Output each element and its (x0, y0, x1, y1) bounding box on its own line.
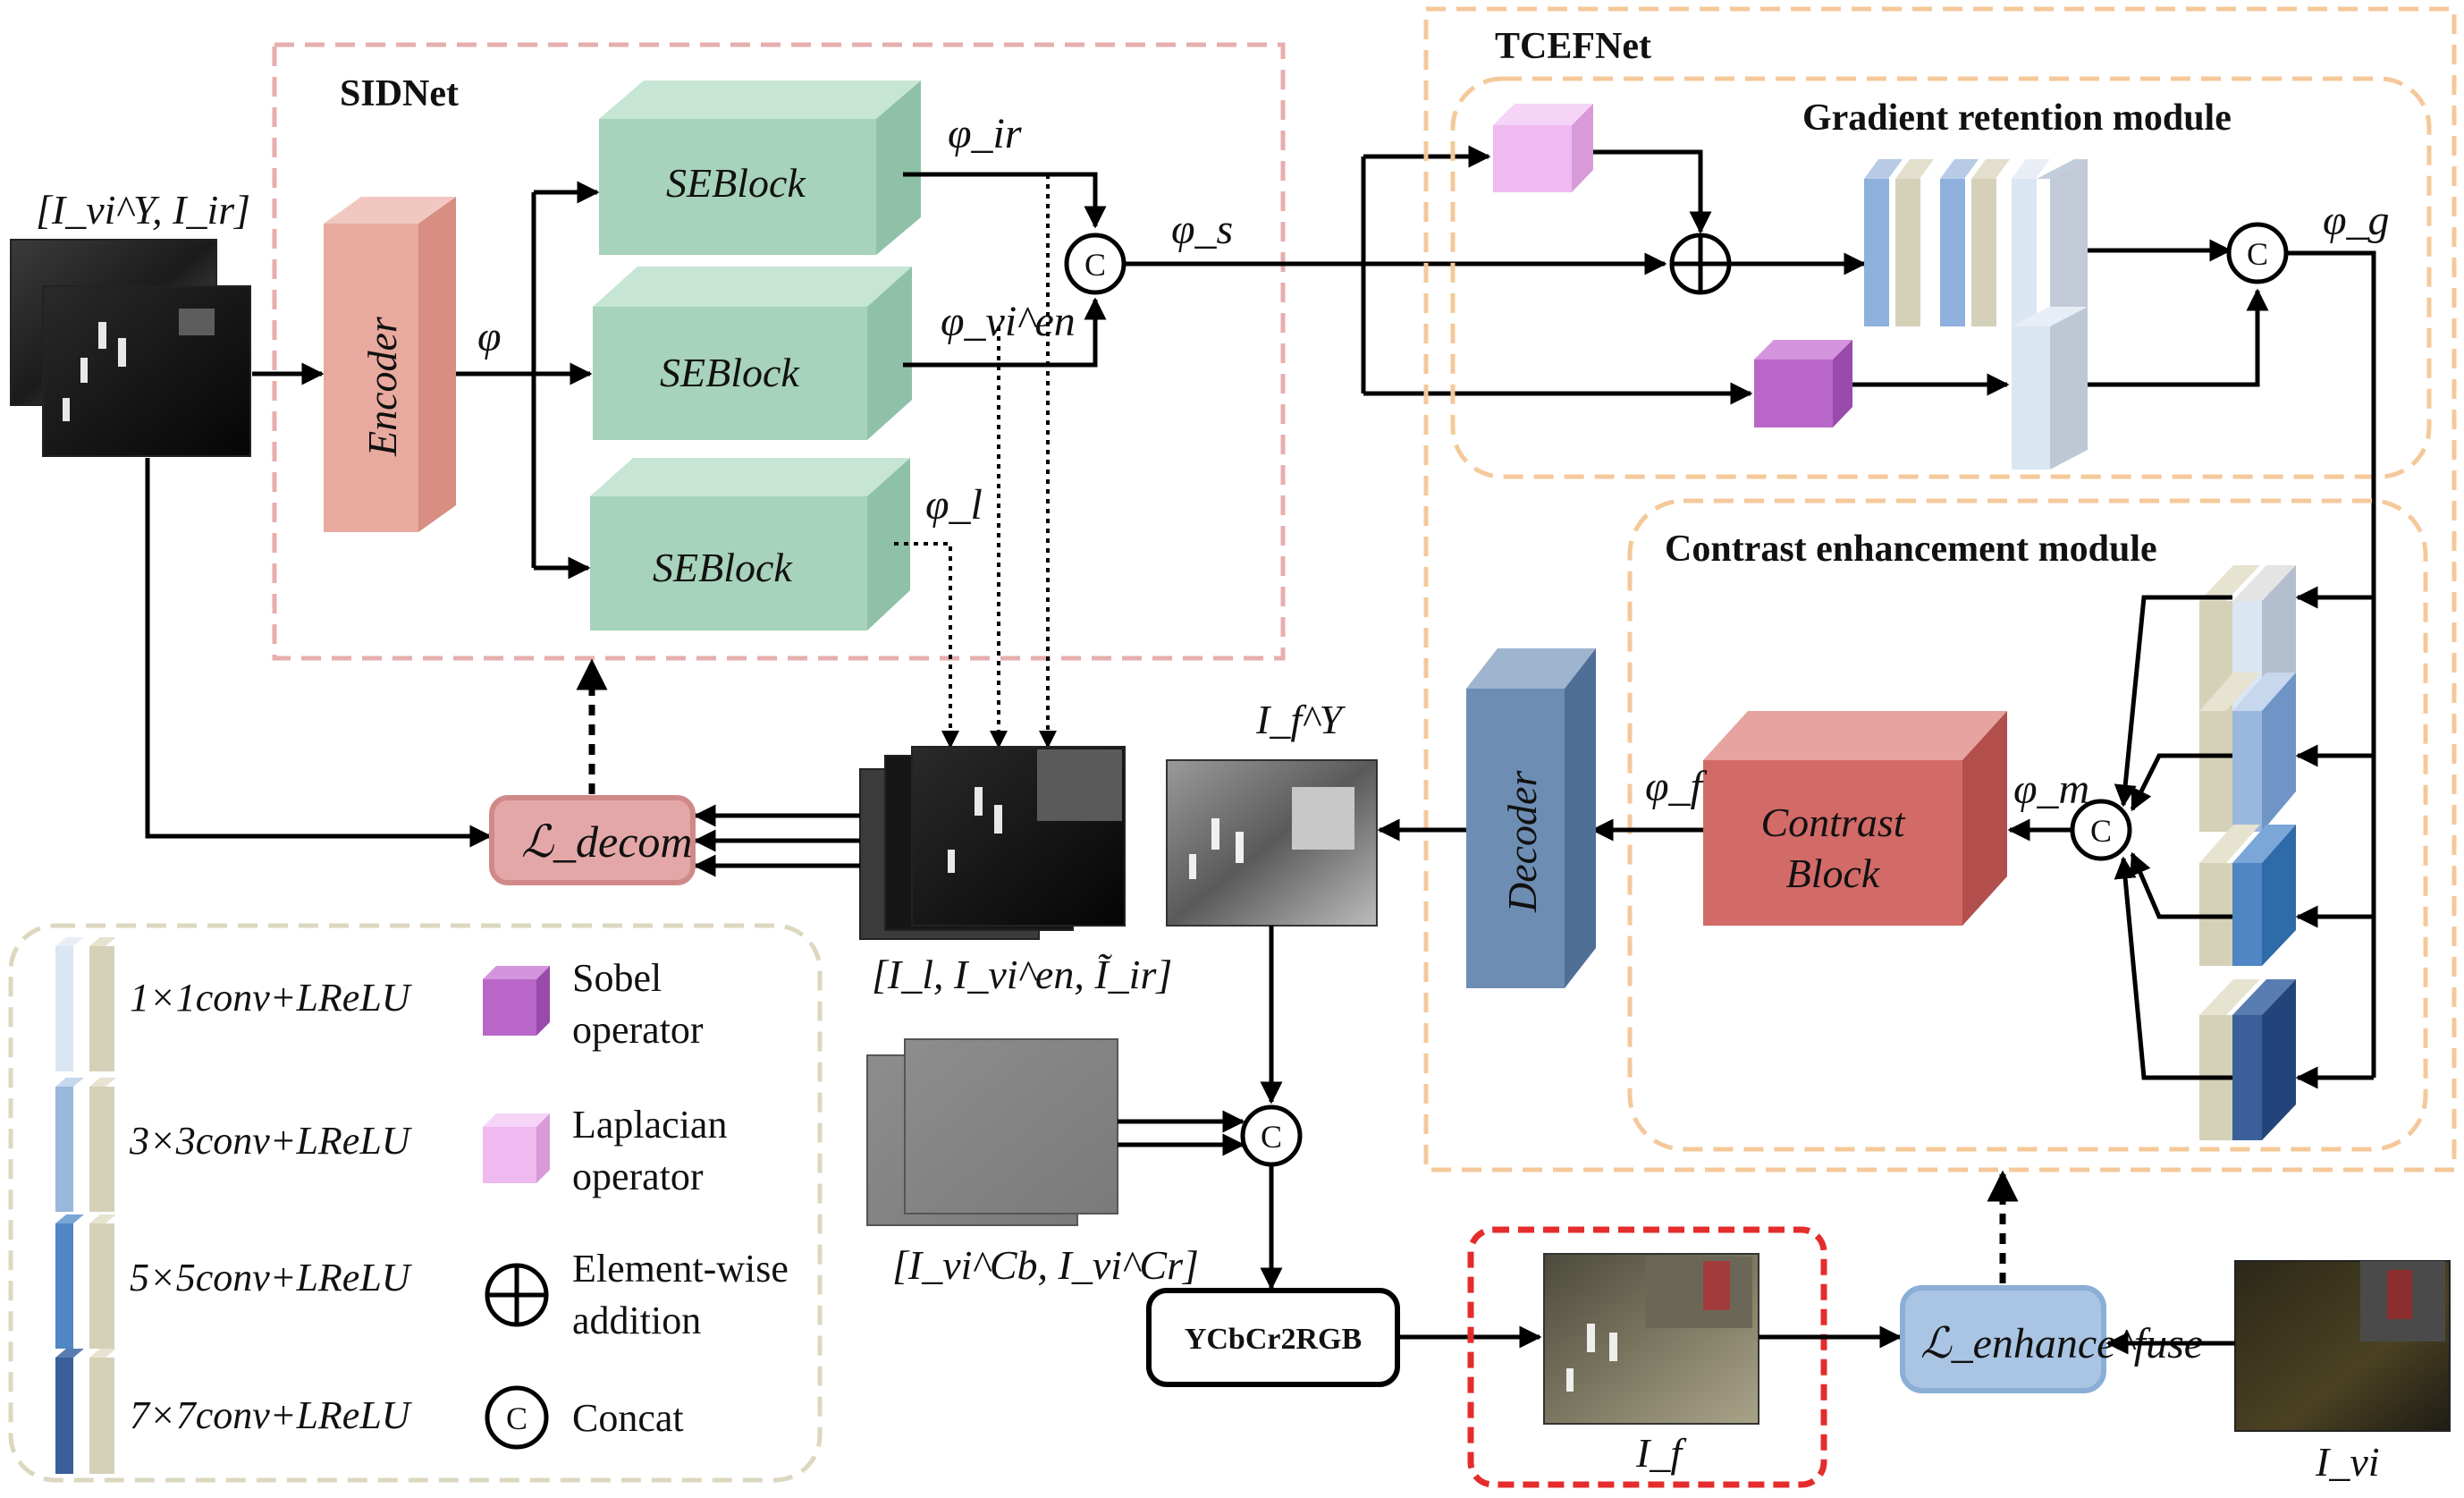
phi-label: φ (477, 313, 502, 360)
phi-vi-en-label: φ_vi^en (941, 298, 1076, 345)
phi-l-label: φ_l (925, 481, 983, 529)
loss-decom-box (489, 795, 696, 885)
phi-g-label: φ_g (2323, 197, 2390, 244)
decomp-dotted-arrows (894, 174, 1057, 749)
seblock-2 (593, 267, 912, 440)
legend-laplacian-icon (483, 1113, 550, 1183)
seblock-1-label: SEBlock (666, 160, 806, 206)
chroma-images (866, 1038, 1118, 1226)
legend-add-icon (485, 1263, 549, 1327)
phi-m-label: φ_m (2013, 766, 2089, 813)
elementwise-add-symbol (1669, 233, 1732, 295)
fused-image (1543, 1253, 1759, 1425)
contrast-block (1703, 711, 2007, 926)
legend-7x7-icon (55, 1349, 116, 1474)
gradient-1x1-conv (2012, 307, 2088, 470)
contrast-conv-5x5 (2199, 825, 2296, 966)
decoder-block (1466, 648, 1596, 988)
concat-sidnet: C (1064, 233, 1127, 295)
legend-1x1-icon (55, 937, 116, 1071)
seblock-3-label: SEBlock (653, 545, 793, 590)
chroma-inputs-label: [I_vi^Cb, I_vi^Cr] (892, 1242, 1199, 1288)
phi-s-label: φ_s (1171, 206, 1233, 253)
loss-decom-label: ℒ_decom (521, 817, 693, 867)
legend-concat-icon: C (485, 1385, 549, 1450)
contrast-conv-3x3 (2199, 673, 2296, 832)
gradient-arrows (1593, 149, 2269, 396)
legend-3x3-text: 3×3conv+LReLU (129, 1119, 413, 1163)
concat-ycbcr: C (1240, 1104, 1303, 1167)
contrast-block-label-1: Contrast (1760, 800, 1905, 845)
loss-fuse-box (1900, 1285, 2106, 1393)
input-arrows (145, 362, 493, 848)
seblock-3 (590, 458, 910, 631)
phi-s-arrows (1124, 145, 1753, 405)
tcefnet-title: TCEFNet (1495, 26, 1651, 67)
seblock-output-arrows (903, 172, 1107, 368)
contrast-module-region (1627, 498, 2428, 1152)
ycbcr2rgb-label: YCbCr2RGB (1185, 1323, 1362, 1356)
legend-5x5-icon (55, 1214, 116, 1349)
fused-label: I_f (1635, 1430, 1687, 1476)
gradient-module-title: Gradient retention module (1802, 97, 2232, 139)
svg-text:C: C (1261, 1119, 1282, 1155)
sobel-operator-cube (1754, 340, 1852, 427)
decomp-outputs-label: [I_l, I_vi^en, Ĩ_ir] (872, 952, 1172, 997)
contrast-module-title: Contrast enhancement module (1665, 529, 2157, 570)
visible-image (2234, 1260, 2451, 1432)
sidnet-region (272, 42, 1286, 661)
contrast-conv-7x7 (2199, 979, 2296, 1140)
laplacian-operator-cube (1493, 104, 1593, 192)
decomp-output-images (859, 746, 1126, 940)
fused-highlight (1467, 1226, 1827, 1488)
svg-text:C: C (1084, 247, 1106, 283)
seblock-2-label: SEBlock (660, 350, 800, 395)
seblock-1 (599, 80, 921, 255)
contrast-block-label-2: Block (1786, 851, 1881, 896)
legend-box (8, 923, 823, 1483)
visible-label: I_vi (2315, 1439, 2380, 1485)
sidnet-title: SIDNet (340, 73, 459, 114)
gradient-module-region (1450, 76, 2432, 479)
legend-concat-text: Concat (572, 1396, 684, 1440)
concat-contrast: C (2070, 799, 2132, 861)
phi-f-label: φ_f (1645, 763, 1708, 810)
phi-g-arrows (2286, 250, 2376, 1089)
input-pair-label: [I_vi^Y, I_ir] (36, 187, 250, 233)
encoder-branch-arrows (456, 181, 600, 580)
legend-5x5-text: 5×5conv+LReLU (130, 1256, 413, 1299)
legend-1x1-text: 1×1conv+LReLU (130, 976, 413, 1020)
legend-sobel-icon (483, 966, 550, 1036)
concat-gradient: C (2226, 222, 2289, 284)
decomp-loss-arrows (693, 804, 860, 877)
contrast-conv-arrows (2114, 595, 2232, 1080)
encoder-block (324, 197, 456, 532)
decoder-label: Decoder (1499, 770, 1545, 913)
svg-text:C: C (2090, 813, 2112, 849)
gradient-conv-stack (1864, 159, 2088, 326)
input-pair-images (10, 239, 251, 457)
svg-text:C: C (2247, 236, 2268, 272)
legend-3x3-icon (55, 1078, 116, 1212)
fused-y-label: I_f^Y (1255, 697, 1346, 742)
fused-y-image (1166, 759, 1378, 927)
ycbcr-concat-arrows (1118, 926, 1283, 1291)
encoder-label: Encoder (359, 316, 405, 457)
phi-ir-label: φ_ir (948, 110, 1022, 157)
svg-text:C: C (506, 1401, 527, 1436)
legend-7x7-text: 7×7conv+LReLU (130, 1393, 413, 1437)
